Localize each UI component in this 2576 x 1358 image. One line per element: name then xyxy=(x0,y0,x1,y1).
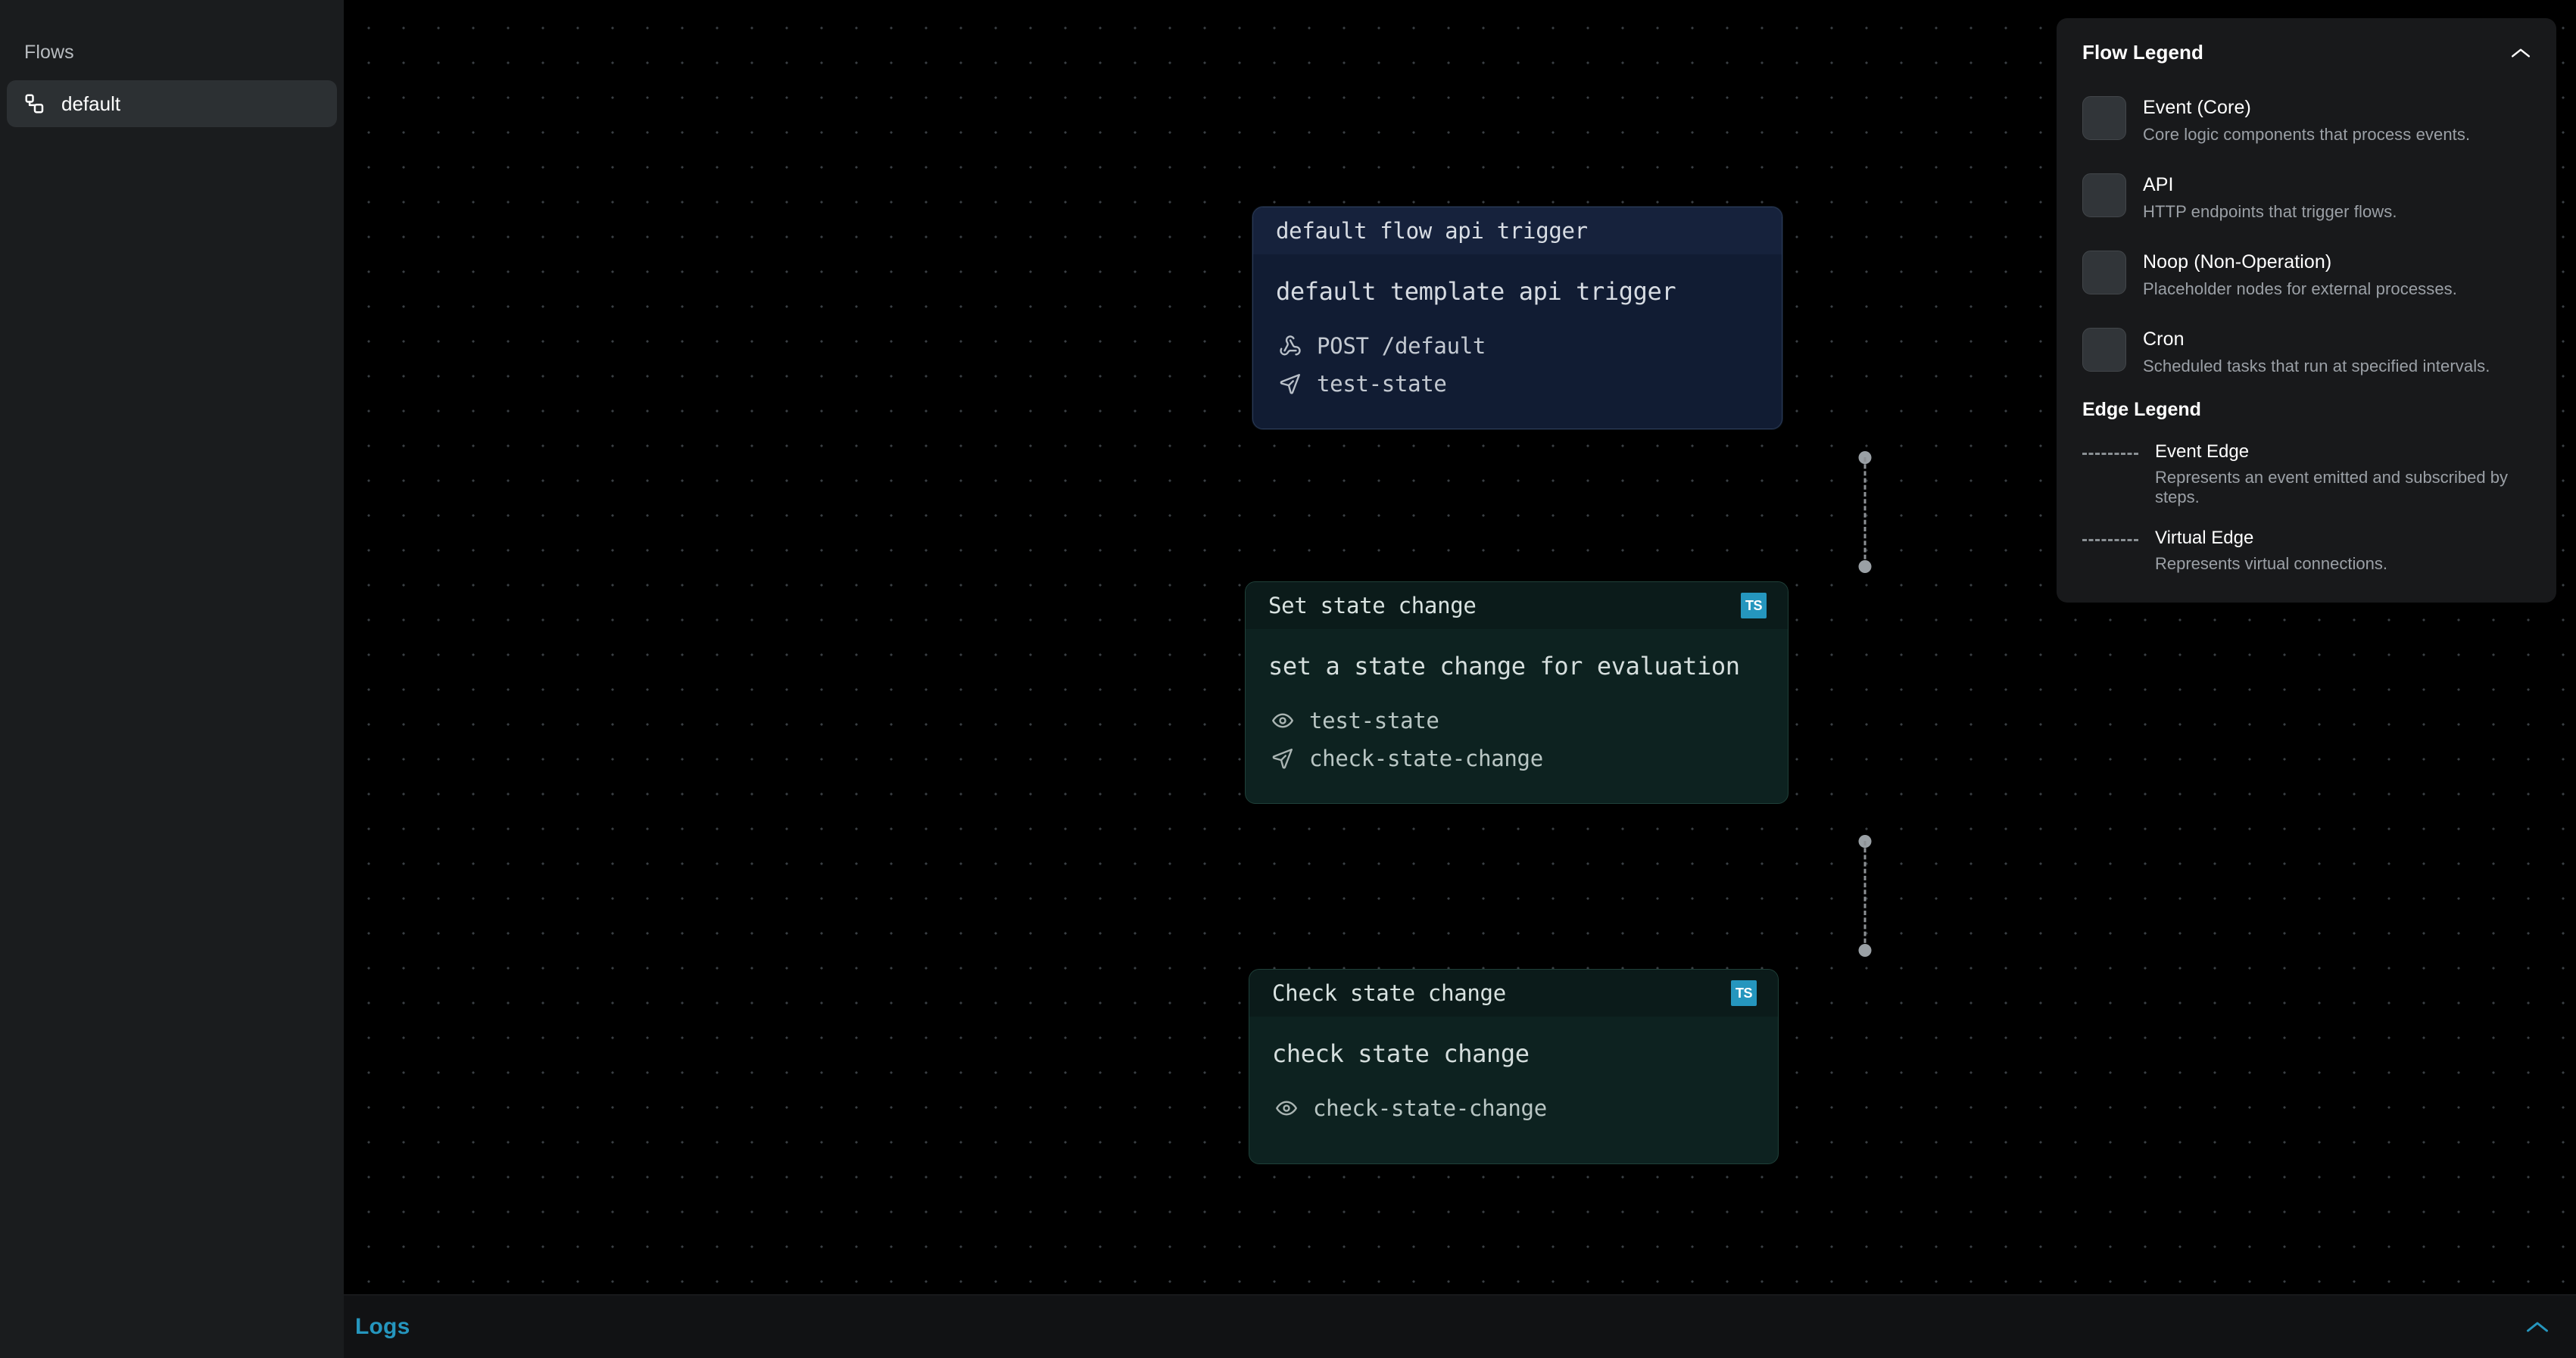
logs-bar[interactable]: Logs xyxy=(344,1294,2576,1358)
legend-item-label: API xyxy=(2143,174,2397,196)
node-description: check state change xyxy=(1272,1039,1755,1068)
legend-header: Flow Legend xyxy=(2082,41,2531,64)
virtual-edge-sample-icon xyxy=(2082,539,2138,541)
legend-item-virtual-edge: Virtual Edge Represents virtual connecti… xyxy=(2082,527,2531,574)
edge-path xyxy=(1864,841,1867,950)
flow-legend-panel: Flow Legend Event (Core) Core logic comp… xyxy=(2057,18,2556,603)
edge-item-desc: Represents virtual connections. xyxy=(2155,554,2387,574)
sidebar-section-title: Flows xyxy=(0,0,344,64)
legend-item-noop: Noop (Non-Operation) Placeholder nodes f… xyxy=(2082,251,2531,299)
legend-item-desc: HTTP endpoints that trigger flows. xyxy=(2143,202,2397,222)
node-emit-text: check-state-change xyxy=(1309,746,1543,771)
legend-swatch-event xyxy=(2082,96,2126,140)
legend-item-label: Cron xyxy=(2143,329,2490,350)
flow-canvas[interactable]: default flow api trigger default templat… xyxy=(344,0,2576,1358)
event-edge-sample-icon xyxy=(2082,453,2138,455)
legend-swatch-api xyxy=(2082,173,2126,217)
legend-item-desc: Scheduled tasks that run at specified in… xyxy=(2143,357,2490,376)
legend-swatch-cron xyxy=(2082,328,2126,372)
node-header: default flow api trigger xyxy=(1253,207,1782,254)
typescript-badge: TS xyxy=(1731,980,1757,1006)
flow-list: default xyxy=(0,80,344,127)
node-subscribe-row: check-state-change xyxy=(1272,1089,1755,1127)
flow-edge-event[interactable] xyxy=(1857,835,1873,956)
legend-item-api: API HTTP endpoints that trigger flows. xyxy=(2082,173,2531,222)
node-body: set a state change for evaluation test-s… xyxy=(1246,629,1788,803)
legend-item-desc: Core logic components that process event… xyxy=(2143,125,2470,145)
chevron-up-icon[interactable] xyxy=(2511,47,2531,59)
node-description: set a state change for evaluation xyxy=(1268,652,1765,681)
legend-swatch-noop xyxy=(2082,251,2126,294)
node-subscribe-text: test-state xyxy=(1309,708,1439,734)
node-body: default template api trigger POST /defau… xyxy=(1253,254,1782,428)
node-emit-row: test-state xyxy=(1276,365,1759,403)
nodes-icon xyxy=(23,92,46,115)
node-subscribe-row: test-state xyxy=(1268,702,1765,740)
legend-item-event-core: Event (Core) Core logic components that … xyxy=(2082,96,2531,145)
flow-node-api-trigger[interactable]: default flow api trigger default templat… xyxy=(1252,207,1782,429)
node-endpoint-text: POST /default xyxy=(1317,333,1486,359)
emit-icon xyxy=(1279,372,1302,395)
edge-target-handle[interactable] xyxy=(1859,944,1872,957)
legend-item-label: Event (Core) xyxy=(2143,97,2470,119)
node-subscribe-text: check-state-change xyxy=(1313,1095,1547,1121)
node-header-title: Set state change xyxy=(1268,593,1477,618)
sidebar-item-label: default xyxy=(61,92,120,116)
edge-legend-title: Edge Legend xyxy=(2082,399,2531,421)
edge-item-desc: Represents an event emitted and subscrib… xyxy=(2155,468,2531,507)
typescript-badge: TS xyxy=(1741,593,1767,618)
node-header: Set state change TS xyxy=(1246,582,1788,629)
node-header: Check state change TS xyxy=(1249,970,1778,1017)
node-description: default template api trigger xyxy=(1276,277,1759,306)
sidebar: Flows default xyxy=(0,0,344,1358)
subscribe-eye-icon xyxy=(1271,709,1294,732)
edge-item-label: Event Edge xyxy=(2155,441,2531,463)
edge-path xyxy=(1864,457,1867,566)
flow-edge-event[interactable] xyxy=(1857,451,1873,572)
legend-item-event-edge: Event Edge Represents an event emitted a… xyxy=(2082,441,2531,507)
node-header-title: Check state change xyxy=(1272,980,1506,1006)
node-endpoint-row: POST /default xyxy=(1276,327,1759,365)
logs-label[interactable]: Logs xyxy=(355,1314,410,1340)
chevron-up-icon[interactable] xyxy=(2526,1320,2549,1334)
edge-target-handle[interactable] xyxy=(1859,560,1872,573)
legend-item-cron: Cron Scheduled tasks that run at specifi… xyxy=(2082,328,2531,376)
edge-item-label: Virtual Edge xyxy=(2155,528,2387,549)
node-emit-row: check-state-change xyxy=(1268,740,1765,777)
emit-icon xyxy=(1271,747,1294,770)
legend-title: Flow Legend xyxy=(2082,41,2203,64)
flow-node-set-state-change[interactable]: Set state change TS set a state change f… xyxy=(1245,581,1789,804)
node-emit-text: test-state xyxy=(1317,371,1447,397)
legend-item-desc: Placeholder nodes for external processes… xyxy=(2143,279,2457,299)
flow-node-check-state-change[interactable]: Check state change TS check state change… xyxy=(1249,969,1779,1164)
sidebar-item-default[interactable]: default xyxy=(7,80,337,127)
node-header-title: default flow api trigger xyxy=(1276,218,1588,244)
webhook-icon xyxy=(1279,335,1302,357)
legend-item-label: Noop (Non-Operation) xyxy=(2143,251,2457,273)
subscribe-eye-icon xyxy=(1275,1097,1298,1120)
node-body: check state change check-state-change xyxy=(1249,1017,1778,1163)
